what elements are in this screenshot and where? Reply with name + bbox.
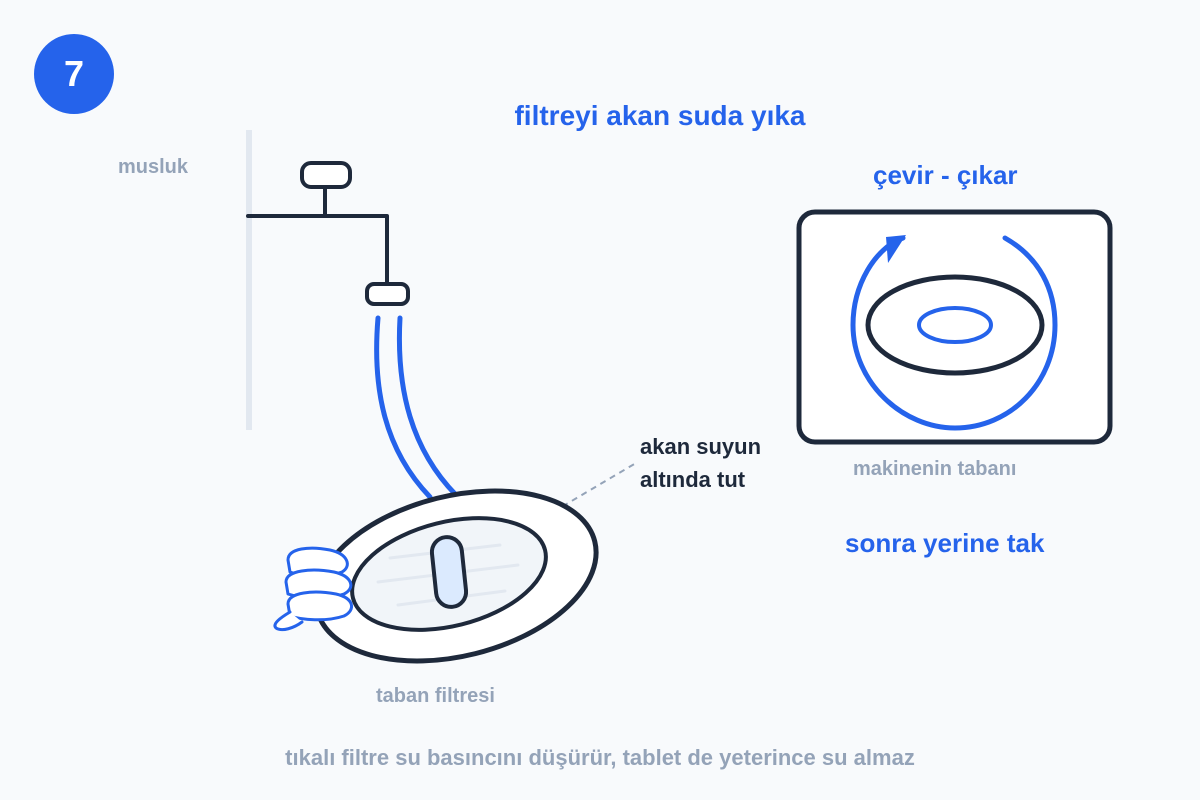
water-stream-icon [374,315,459,500]
leader-line [552,462,637,513]
rotate-arrow-icon [850,235,1058,431]
filter-label: taban filtresi [376,685,495,707]
step-number: 7 [63,53,85,94]
hold-label-line-1: akan suyun [640,434,762,459]
page-title: filtreyi akan suda yıka [514,100,806,131]
hold-label-line-2: altında tut [640,467,746,492]
machine-base-panel [796,209,1113,445]
hold-under-water-label: akan suyun altında tut [640,430,761,496]
reinstall-label: sonra yerine tak [845,528,1045,558]
machine-base-label: makinenin tabanı [853,458,1017,480]
step-badge: 7 [34,34,114,114]
faucet-label: musluk [118,156,189,178]
hand-icon [273,546,353,632]
filter-icon [313,488,599,664]
rotate-label: çevir - çıkar [873,160,1018,190]
faucet-icon [246,161,410,306]
wall [246,130,252,430]
page-title-wrap: filtreyi akan suda yıka [0,100,1200,132]
footer-note: tıkalı filtre su basıncını düşürür, tabl… [285,745,915,770]
